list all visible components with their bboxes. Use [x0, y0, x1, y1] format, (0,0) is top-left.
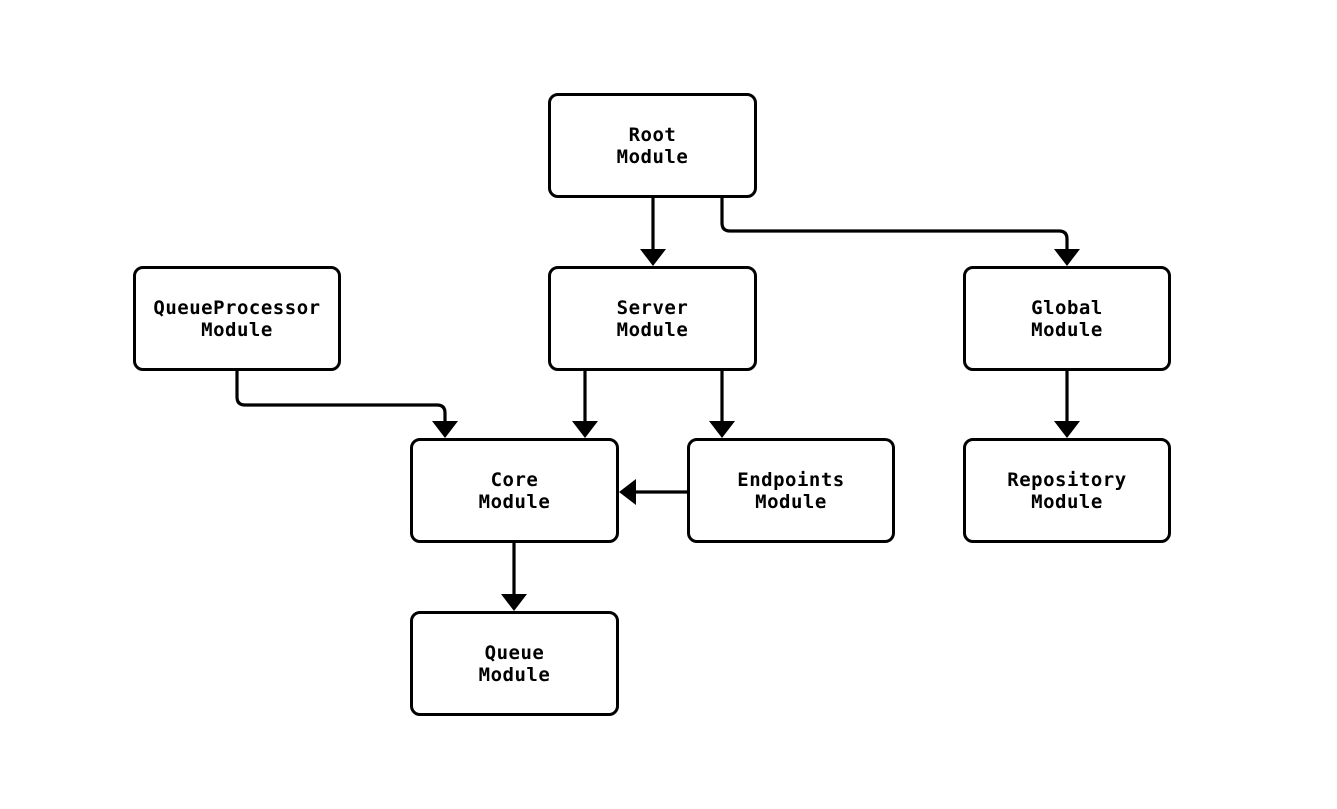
- node-root-module: Root Module: [548, 93, 757, 198]
- arrowhead-root-to-global: [1054, 249, 1080, 266]
- node-label-line1: Global: [1031, 296, 1103, 319]
- node-server-module: Server Module: [548, 266, 757, 371]
- node-label-line2: Module: [1031, 490, 1103, 513]
- node-label-line1: Endpoints: [737, 468, 845, 491]
- node-label-line2: Module: [755, 490, 827, 513]
- node-queue-module: Queue Module: [410, 611, 619, 716]
- node-core-module: Core Module: [410, 438, 619, 543]
- arrowhead-queueprocessor-to-core: [432, 421, 458, 438]
- node-label-line2: Module: [616, 318, 689, 341]
- node-label-line1: QueueProcessor: [153, 296, 321, 319]
- node-queueprocessor-module: QueueProcessor Module: [133, 266, 341, 371]
- node-label-line1: Repository: [1007, 468, 1127, 491]
- node-label-line1: Queue: [484, 641, 545, 664]
- arrowhead-server-to-endpoints: [709, 421, 735, 438]
- node-label-line2: Module: [1031, 318, 1103, 341]
- node-label-line2: Module: [478, 490, 551, 513]
- arrowhead-core-to-queue: [501, 594, 527, 611]
- node-label-line2: Module: [616, 145, 689, 168]
- arrowhead-endpoints-to-core: [619, 479, 636, 505]
- arrowhead-root-to-server: [640, 249, 666, 266]
- arrowhead-global-to-repository: [1054, 421, 1080, 438]
- node-label-line1: Core: [490, 468, 539, 491]
- node-label-line1: Root: [628, 123, 677, 146]
- arrowhead-server-to-core: [572, 421, 598, 438]
- node-label-line2: Module: [201, 318, 273, 341]
- node-repository-module: Repository Module: [963, 438, 1171, 543]
- node-endpoints-module: Endpoints Module: [687, 438, 895, 543]
- edge-root-to-global: [720, 198, 1069, 251]
- node-label-line1: Server: [616, 296, 689, 319]
- node-label-line2: Module: [478, 663, 551, 686]
- node-global-module: Global Module: [963, 266, 1171, 371]
- edge-queueprocessor-to-core: [235, 371, 447, 423]
